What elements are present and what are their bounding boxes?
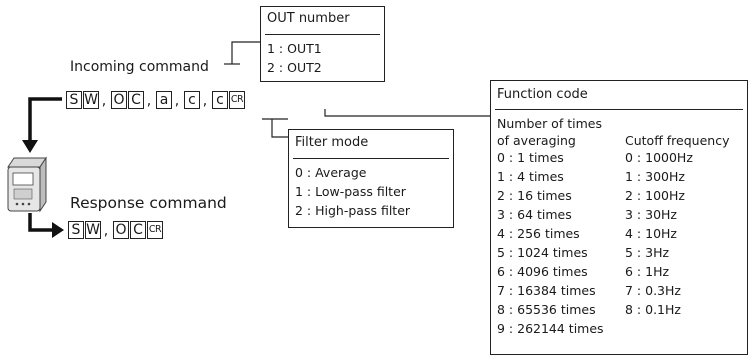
command-cell-a: a bbox=[156, 91, 172, 109]
command-cell-c2: c bbox=[212, 91, 228, 109]
cutoff-item: 7 : 0.3Hz bbox=[625, 283, 681, 298]
averaging-header: Number of times bbox=[497, 116, 602, 131]
command-separator: , bbox=[202, 93, 208, 109]
out-number-item: 2 : OUT2 bbox=[267, 60, 322, 75]
command-cell: C bbox=[130, 221, 146, 239]
averaging-item: 0 : 1 times bbox=[497, 150, 564, 165]
averaging-item: 3 : 64 times bbox=[497, 207, 572, 222]
cutoff-item: 1 : 300Hz bbox=[625, 169, 685, 184]
averaging-item: 1 : 4 times bbox=[497, 169, 564, 184]
incoming-command-label: Incoming command bbox=[70, 59, 209, 75]
averaging-header: of averaging bbox=[497, 133, 576, 148]
response-command-label: Response command bbox=[70, 194, 227, 212]
filter-mode-title: Filter mode bbox=[295, 135, 369, 150]
filter-mode-item: 1 : Low-pass filter bbox=[295, 184, 406, 199]
command-cell: O bbox=[111, 91, 127, 109]
command-cell: W bbox=[85, 221, 101, 239]
command-separator: , bbox=[146, 93, 152, 109]
command-cell-cr: CR bbox=[147, 221, 163, 239]
out-number-connector bbox=[231, 41, 260, 64]
arrow-right-icon bbox=[52, 222, 64, 238]
filter-mode-item: 2 : High-pass filter bbox=[295, 203, 411, 218]
cutoff-item: 3 : 30Hz bbox=[625, 207, 677, 222]
filter-mode-divider bbox=[293, 158, 449, 159]
averaging-item: 4 : 256 times bbox=[497, 226, 580, 241]
averaging-item: 7 : 16384 times bbox=[497, 283, 596, 298]
out-number-divider bbox=[265, 34, 380, 35]
out-number-title: OUT number bbox=[267, 11, 350, 26]
filter-mode-item: 0 : Average bbox=[295, 165, 367, 180]
cutoff-item: 8 : 0.1Hz bbox=[625, 302, 681, 317]
command-separator: , bbox=[103, 223, 109, 239]
command-cell: S bbox=[66, 91, 82, 109]
command-cell: O bbox=[113, 221, 129, 239]
controller-device-icon bbox=[7, 156, 47, 213]
out-number-item: 1 : OUT1 bbox=[267, 41, 322, 56]
function-code-box: Function code Number of times of averagi… bbox=[490, 80, 748, 355]
cutoff-item: 4 : 10Hz bbox=[625, 226, 677, 241]
incoming-command: S W , O C , a , c , c CR bbox=[66, 89, 246, 109]
incoming-arrow-line bbox=[28, 97, 62, 142]
response-command: S W , O C CR bbox=[68, 219, 164, 239]
function-code-divider bbox=[495, 109, 743, 110]
function-connector bbox=[324, 109, 490, 117]
response-arrow-line bbox=[28, 213, 54, 232]
function-code-title: Function code bbox=[497, 87, 588, 102]
command-cell: C bbox=[128, 91, 144, 109]
filter-connector bbox=[271, 119, 288, 138]
out-number-box: OUT number 1 : OUT1 2 : OUT2 bbox=[260, 6, 385, 82]
command-separator: , bbox=[101, 93, 107, 109]
command-cell: S bbox=[68, 221, 84, 239]
cutoff-header: Cutoff frequency bbox=[625, 133, 730, 148]
arrow-down-icon bbox=[22, 140, 38, 153]
cutoff-item: 0 : 1000Hz bbox=[625, 150, 693, 165]
command-cell: W bbox=[83, 91, 99, 109]
command-cell-cr: CR bbox=[229, 91, 245, 109]
command-separator: , bbox=[174, 93, 180, 109]
command-cell-c1: c bbox=[184, 91, 200, 109]
filter-mode-box: Filter mode 0 : Average 1 : Low-pass fil… bbox=[288, 129, 454, 228]
averaging-item: 2 : 16 times bbox=[497, 188, 572, 203]
averaging-item: 8 : 65536 times bbox=[497, 302, 596, 317]
cutoff-item: 5 : 3Hz bbox=[625, 245, 670, 260]
averaging-item: 5 : 1024 times bbox=[497, 245, 588, 260]
cutoff-item: 6 : 1Hz bbox=[625, 264, 670, 279]
averaging-item: 6 : 4096 times bbox=[497, 264, 588, 279]
averaging-item: 9 : 262144 times bbox=[497, 321, 604, 336]
cutoff-item: 2 : 100Hz bbox=[625, 188, 685, 203]
